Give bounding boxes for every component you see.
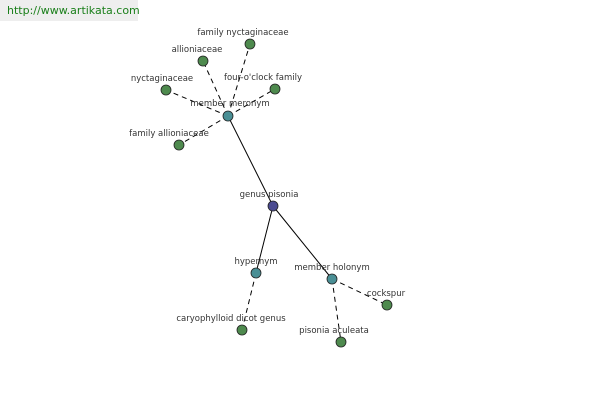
edge-member-meronym-allioniaceae (202, 60, 229, 117)
edge-center-hypernym (255, 205, 274, 274)
leaf-node-family-nyctaginaceae[interactable] (244, 38, 256, 50)
edge-member-holonym-pisonia-aculeata (331, 278, 342, 343)
edge-member-meronym-family-allioniaceae (178, 115, 229, 146)
graph-nodes (160, 38, 393, 348)
leaf-node-four-oclock-family[interactable] (269, 83, 281, 95)
leaf-node-family-allioniaceae[interactable] (173, 139, 185, 151)
edge-member-meronym-family-nyctaginaceae (227, 43, 251, 117)
leaf-label-pisonia-aculeata: pisonia aculeata (299, 326, 369, 336)
leaf-node-allioniaceae[interactable] (197, 55, 209, 67)
leaf-label-family-allioniaceae: family allioniaceae (129, 129, 209, 139)
edge-center-member-meronym (227, 115, 274, 207)
edge-member-meronym-nyctaginaceae (165, 89, 229, 117)
leaf-node-cockspur[interactable] (381, 299, 393, 311)
relation-label-member-holonym: member holonym (294, 263, 369, 273)
url-banner-link[interactable]: http://www.artikata.com (7, 4, 140, 17)
graph-edges (165, 43, 388, 343)
edge-member-meronym-four-oclock-family (227, 88, 276, 117)
leaf-label-allioniaceae: allioniaceae (172, 45, 223, 55)
center-label: genus pisonia (240, 190, 299, 200)
edge-member-holonym-cockspur (331, 278, 388, 306)
leaf-label-cockspur: cockspur (367, 289, 406, 299)
relation-node-member-holonym[interactable] (326, 273, 338, 285)
relation-label-hypernym: hypernym (234, 257, 277, 267)
center-node[interactable] (267, 200, 279, 212)
relation-label-member-meronym: member meronym (190, 99, 269, 109)
leaf-label-four-oclock-family: four-o'clock family (224, 73, 302, 83)
edge-center-member-holonym (272, 205, 333, 280)
relation-node-hypernym[interactable] (250, 267, 262, 279)
leaf-node-nyctaginaceae[interactable] (160, 84, 172, 96)
leaf-node-caryophylloid-dicot-genus[interactable] (236, 324, 248, 336)
relation-node-member-meronym[interactable] (222, 110, 234, 122)
edge-hypernym-caryophylloid-dicot-genus (241, 272, 257, 331)
leaf-label-caryophylloid-dicot-genus: caryophylloid dicot genus (176, 314, 286, 324)
graph-labels: family nyctaginaceae allioniaceae nyctagin… (129, 28, 405, 336)
leaf-label-nyctaginaceae: nyctaginaceae (131, 74, 193, 84)
url-banner: http://www.artikata.com (0, 0, 140, 21)
leaf-label-family-nyctaginaceae: family nyctaginaceae (197, 28, 288, 38)
leaf-node-pisonia-aculeata[interactable] (335, 336, 347, 348)
